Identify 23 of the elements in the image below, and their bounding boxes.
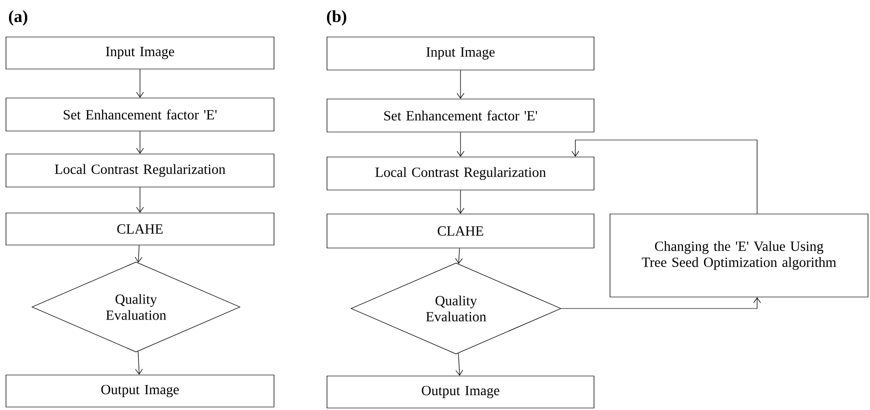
process-box: Output Image	[6, 374, 274, 408]
arrow	[136, 131, 144, 154]
process-box: Changing the 'E' Value Using Tree Seed Optimization algorithm	[610, 214, 868, 298]
arrow	[136, 69, 144, 98]
process-box: Input Image	[6, 36, 274, 70]
arrow	[572, 140, 758, 214]
process-box: Output Image	[326, 376, 594, 408]
process-box: Local Contrast Regularization	[6, 154, 274, 188]
arrow	[134, 245, 142, 263]
arrow	[135, 351, 143, 375]
arrow	[456, 190, 464, 214]
arrow	[561, 297, 761, 309]
arrow	[456, 352, 464, 376]
arrow	[136, 187, 144, 213]
process-box: Set Enhancement factor 'E'	[326, 98, 594, 132]
arrow	[455, 248, 463, 264]
process-box: Input Image	[326, 36, 594, 70]
process-box: CLAHE	[326, 214, 594, 248]
process-box: CLAHE	[6, 212, 274, 246]
arrow	[456, 70, 464, 99]
arrow	[456, 132, 464, 157]
process-box: Local Contrast Regularization	[326, 156, 594, 190]
process-box: Set Enhancement factor 'E'	[6, 98, 274, 132]
